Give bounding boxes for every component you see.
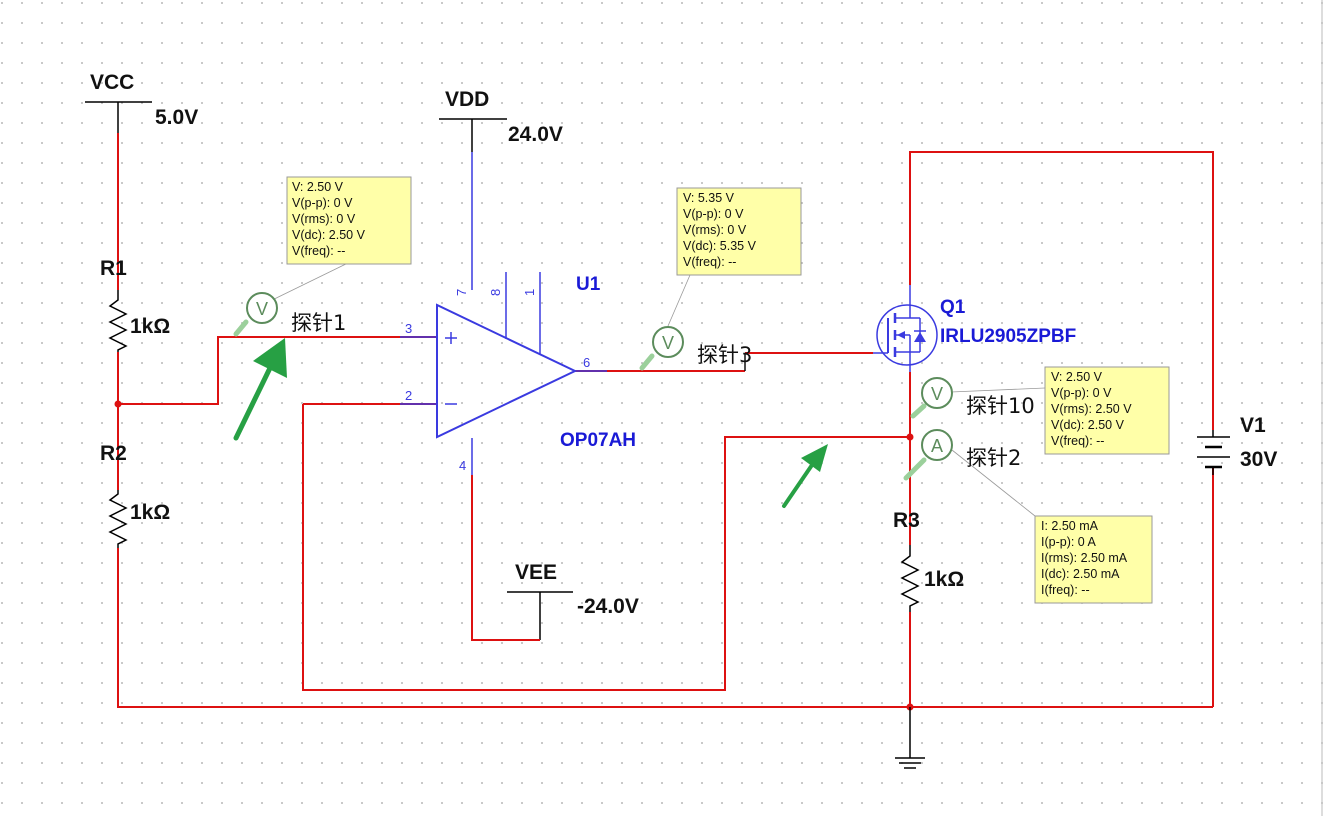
junction-dot [906, 433, 914, 441]
probe-2-reading-irms: I(rms): 2.50 mA [1041, 551, 1128, 565]
pin-1-label: 1 [522, 289, 537, 296]
probe-2-reading-ifreq: I(freq): -- [1041, 583, 1090, 597]
vee-supply[interactable]: VEE -24.0V [471, 438, 639, 641]
probe-1-reading-v: V: 2.50 V [292, 180, 344, 194]
probe-1-reading-vfreq: V(freq): -- [292, 244, 345, 258]
battery-v1[interactable]: V1 30V [1197, 414, 1277, 475]
resistor-r2[interactable]: R2 1kΩ [100, 442, 170, 548]
mosfet-q1[interactable]: Q1 IRLU2905ZPBF [873, 285, 1076, 372]
resistor-r1[interactable]: R1 1kΩ [100, 257, 170, 352]
probe-3-reading-v: V: 5.35 V [683, 191, 735, 205]
r2-value: 1kΩ [130, 501, 170, 524]
r1-value: 1kΩ [130, 315, 170, 338]
probe-10-label: 探针10 [966, 394, 1035, 418]
probe-2-label: 探针2 [966, 446, 1021, 470]
r3-value: 1kΩ [924, 568, 964, 591]
probe-10-reading-vdc: V(dc): 2.50 V [1051, 418, 1125, 432]
probe-3-reading-vpp: V(p-p): 0 V [683, 207, 744, 221]
opamp-u1[interactable]: 3 2 6 7 8 1 4 U1 OP07AH [400, 272, 636, 473]
vcc-value: 5.0V [155, 106, 198, 129]
probe-1-reading-vdc: V(dc): 2.50 V [292, 228, 366, 242]
probe-1[interactable]: V 探针1 V: 2.50 V V(p-p): 0 V V(rms): 0 V … [233, 176, 412, 337]
pin-4-label: 4 [459, 458, 466, 473]
arrow-annotation-2 [782, 444, 828, 508]
probe-3-tooltip: V: 5.35 V V(p-p): 0 V V(rms): 0 V V(dc):… [676, 187, 802, 276]
voltmeter-icon: V [256, 299, 268, 319]
junction-dot [114, 400, 122, 408]
u1-model: OP07AH [560, 430, 636, 451]
vdd-value: 24.0V [508, 123, 563, 146]
vee-value: -24.0V [577, 595, 639, 618]
q1-ref: Q1 [940, 297, 966, 318]
voltmeter-icon: V [931, 384, 943, 404]
probe-2-reading-idc: I(dc): 2.50 mA [1041, 567, 1120, 581]
v1-ref: V1 [1240, 414, 1266, 437]
probe-10-reading-v: V: 2.50 V [1051, 370, 1103, 384]
q1-model: IRLU2905ZPBF [940, 326, 1076, 347]
probe-1-label: 探针1 [291, 311, 346, 335]
pin-3-label: 3 [405, 321, 412, 336]
probe-1-reading-vpp: V(p-p): 0 V [292, 196, 353, 210]
vdd-supply[interactable]: VDD 24.0V [439, 88, 563, 290]
r1-ref: R1 [100, 257, 127, 280]
probe-1-tooltip: V: 2.50 V V(p-p): 0 V V(rms): 0 V V(dc):… [286, 176, 412, 265]
probe-3-label: 探针3 [697, 343, 752, 367]
probe-10-reading-vfreq: V(freq): -- [1051, 434, 1104, 448]
arrow-annotation-1 [233, 338, 287, 441]
v1-value: 30V [1240, 448, 1277, 471]
probe-3-reading-vrms: V(rms): 0 V [683, 223, 747, 237]
resistor-r3[interactable]: R3 1kΩ [893, 509, 964, 612]
pin-8-label: 8 [488, 289, 503, 296]
u1-ref: U1 [576, 274, 601, 295]
probe-3-reading-vfreq: V(freq): -- [683, 255, 736, 269]
probe-10-reading-vpp: V(p-p): 0 V [1051, 386, 1112, 400]
probe-2-reading-i: I: 2.50 mA [1041, 519, 1099, 533]
probe-10-reading-vrms: V(rms): 2.50 V [1051, 402, 1132, 416]
ammeter-icon: A [931, 436, 943, 456]
pin-7-label: 7 [454, 289, 469, 296]
vcc-supply[interactable]: VCC 5.0V [85, 71, 198, 133]
probe-2[interactable]: A 探针2 I: 2.50 mA I(p-p): 0 A I(rms): 2.5… [903, 429, 1153, 604]
r3-ref: R3 [893, 509, 920, 532]
r2-ref: R2 [100, 442, 127, 465]
voltmeter-icon: V [662, 333, 674, 353]
probe-10-tooltip: V: 2.50 V V(p-p): 0 V V(rms): 2.50 V V(d… [1044, 366, 1170, 455]
pin-6-label: 6 [583, 355, 590, 370]
probe-2-tooltip: I: 2.50 mA I(p-p): 0 A I(rms): 2.50 mA I… [1034, 515, 1153, 604]
vee-name: VEE [515, 561, 557, 584]
vcc-name: VCC [90, 71, 134, 94]
vdd-name: VDD [445, 88, 489, 111]
pin-2-label: 2 [405, 388, 412, 403]
probe-3[interactable]: V 探针3 V: 5.35 V V(p-p): 0 V V(rms): 0 V … [639, 187, 802, 371]
ground-symbol[interactable] [895, 707, 925, 769]
probe-3-reading-vdc: V(dc): 5.35 V [683, 239, 757, 253]
probe-10[interactable]: V 探针10 V: 2.50 V V(p-p): 0 V V(rms): 2.5… [910, 366, 1170, 455]
probe-2-reading-ipp: I(p-p): 0 A [1041, 535, 1097, 549]
probe-1-reading-vrms: V(rms): 0 V [292, 212, 356, 226]
